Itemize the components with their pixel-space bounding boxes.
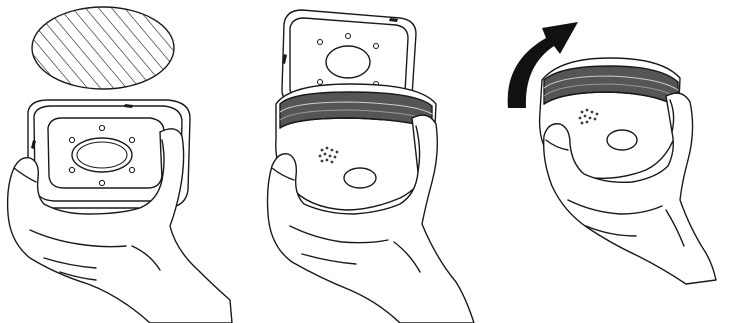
step-3-panel	[490, 0, 742, 323]
step-3-illustration	[490, 0, 742, 323]
step-2-illustration	[250, 0, 490, 323]
adhesive-pad-icon	[20, 0, 190, 100]
step-1-panel	[0, 0, 250, 323]
step-1-illustration	[0, 0, 250, 323]
step-2-panel	[250, 0, 490, 323]
